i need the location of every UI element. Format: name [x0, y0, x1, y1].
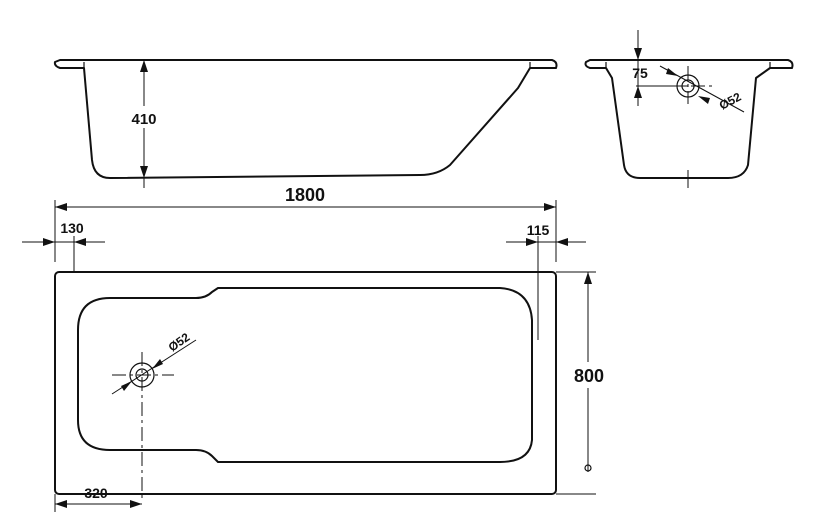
side-view-tub-outline — [53, 59, 558, 179]
depth-label: 410 — [131, 111, 156, 128]
end-view-tub-outline — [584, 59, 794, 179]
length-label: 1800 — [285, 185, 325, 205]
overflow-diameter-arrow-a — [666, 68, 678, 76]
overflow-diameter-arrow-b — [698, 96, 710, 104]
depth-arrow-bottom — [140, 166, 148, 178]
end-view-rim-line — [605, 62, 771, 68]
drain-fitting — [112, 352, 174, 500]
drain-offset-arrow-left — [55, 500, 67, 508]
overflow-height-label: 75 — [632, 65, 648, 81]
left-rim-dimension: 130 — [22, 220, 105, 272]
drain-diameter-arrow-b — [152, 359, 163, 369]
drain-offset-label: 320 — [84, 485, 108, 501]
right-rim-label: 115 — [527, 222, 550, 238]
drain-offset-arrow-right — [130, 500, 142, 508]
length-arrow-right — [544, 203, 556, 211]
width-dimension: 800 — [556, 271, 612, 495]
top-view-basin-outline — [77, 287, 533, 463]
width-label-bg — [566, 362, 612, 388]
left-rim-label: 130 — [60, 220, 84, 236]
end-view: 75 Ø52 — [584, 30, 794, 188]
side-view-rim-line — [83, 62, 531, 68]
width-arrow-top — [584, 272, 592, 284]
depth-label-bg — [126, 106, 162, 128]
side-view: 410 — [53, 59, 558, 188]
width-label: 800 — [574, 366, 604, 386]
overflow-height-arrow-top — [634, 48, 642, 60]
top-view-rim-outline — [54, 271, 557, 495]
left-rim-arrow-b — [74, 238, 86, 246]
left-rim-arrow-a — [43, 238, 55, 246]
right-rim-arrow-a — [526, 238, 538, 246]
top-view: Ø52 — [54, 271, 557, 500]
drain-diameter-arrow-a — [121, 381, 132, 391]
length-dimension: 1800 — [54, 185, 557, 262]
overflow-height-arrow-bottom — [634, 86, 642, 98]
length-arrow-left — [55, 203, 67, 211]
right-rim-dimension: 115 — [506, 222, 586, 340]
drain-offset-dimension: 320 — [54, 485, 142, 512]
width-dim-end-marker — [584, 464, 592, 472]
right-rim-arrow-b — [556, 238, 568, 246]
depth-arrow-top — [140, 60, 148, 72]
